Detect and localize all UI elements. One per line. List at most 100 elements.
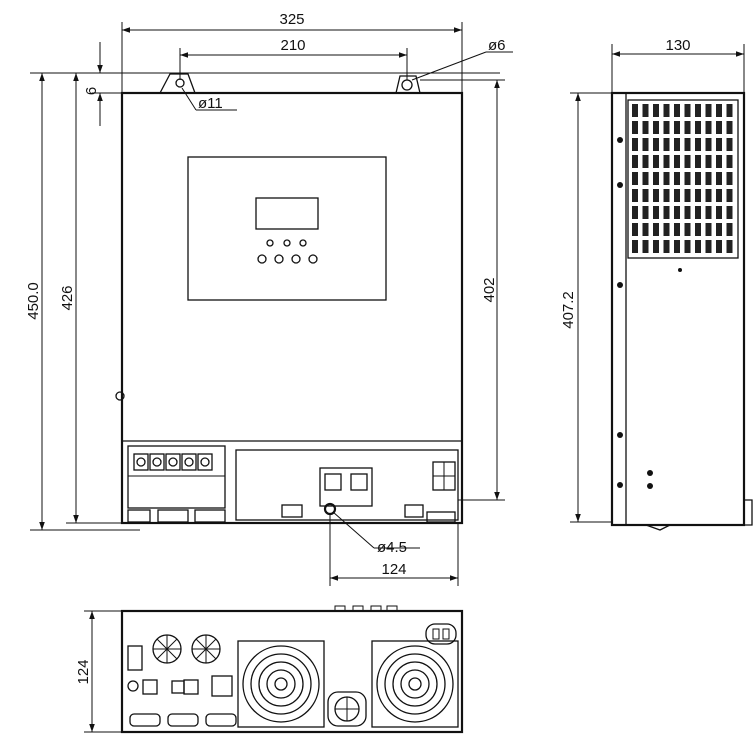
left-mount-tab: [159, 73, 196, 94]
side-view: [610, 91, 753, 531]
vent-slot: [716, 138, 722, 151]
fan-left: [237, 640, 325, 728]
vent-slot: [674, 206, 680, 219]
vent-slot: [653, 189, 659, 202]
bottom-view: [120, 605, 464, 734]
vent-slot: [695, 223, 701, 236]
vent-slot: [642, 223, 649, 236]
right-mount-hole: [401, 79, 413, 91]
vent-slot: [632, 206, 638, 219]
vent-slot: [674, 172, 680, 185]
vent-slot: [653, 138, 659, 151]
bottom-outline: [120, 609, 464, 734]
vent-slot: [642, 189, 649, 202]
vent-slot: [674, 104, 680, 117]
control-buttons: [257, 254, 318, 264]
dim-bottom-spacing: 124: [381, 561, 406, 578]
vent-slot: [684, 104, 691, 117]
vent-slot: [674, 155, 680, 168]
cable-gland-right: [191, 634, 221, 664]
dim-mount-spacing: 210: [280, 37, 305, 54]
vent-slot: [695, 189, 701, 202]
vent-slot: [632, 223, 638, 236]
vent-slot: [653, 104, 659, 117]
battery-terminals: [319, 467, 373, 507]
vent-slot: [705, 189, 712, 202]
vent-slot: [653, 240, 659, 253]
vent-slot: [684, 172, 691, 185]
vent-slot: [684, 240, 691, 253]
vent-slot: [674, 189, 680, 202]
fan-right: [371, 640, 459, 728]
lcd-screen: [255, 197, 319, 230]
vent-slot: [663, 104, 670, 117]
vent-slot: [663, 138, 670, 151]
dim-side-depth: 130: [665, 37, 690, 54]
vent-slot: [632, 189, 638, 202]
vent-slot: [705, 104, 712, 117]
port-1: [142, 679, 158, 695]
front-outline: [120, 91, 464, 525]
dim-top-hole: ø6: [488, 37, 506, 54]
vent-slot: [695, 206, 701, 219]
side-outline: [610, 91, 746, 527]
battery-compartment: [235, 449, 459, 521]
front-dimensions: 325 210 ø6 ø11 6 450.0 426 402 ø4.5: [25, 11, 513, 586]
vent-slot: [642, 155, 649, 168]
vent-slot: [726, 206, 733, 219]
vent-slot: [705, 121, 712, 134]
indicator-leds: [266, 239, 307, 247]
side-foot: [645, 524, 671, 531]
vent-slot: [716, 155, 722, 168]
left-mount-hole: [175, 78, 185, 88]
vent-slot: [705, 223, 712, 236]
vent-slot: [674, 240, 680, 253]
vent-slot: [695, 240, 701, 253]
vent-slot: [632, 172, 638, 185]
vent-slot: [695, 155, 701, 168]
vent-slot: [716, 121, 722, 134]
dim-mount-height: 402: [481, 277, 498, 302]
vent-slot: [695, 138, 701, 151]
vent-slot: [642, 104, 649, 117]
vent-slot: [684, 206, 691, 219]
vent-slot: [705, 240, 712, 253]
dim-bottom-hole: ø4.5: [377, 539, 407, 556]
vent-slot: [642, 206, 649, 219]
dim-mount-hole: ø11: [198, 95, 223, 112]
vent-slot: [705, 206, 712, 219]
vent-slot: [726, 223, 733, 236]
vent-slot: [726, 240, 733, 253]
side-dimensions: 130 407.2: [560, 37, 745, 523]
cable-gland-left: [152, 634, 182, 664]
vent-slot: [674, 223, 680, 236]
vent-slot: [663, 121, 670, 134]
vent-slot: [684, 121, 691, 134]
vent-slot: [663, 155, 670, 168]
vent-slot: [653, 155, 659, 168]
bottom-dimensions: 124: [75, 610, 122, 733]
vent-slot: [716, 240, 722, 253]
vent-slot: [653, 206, 659, 219]
side-vent-grille: [627, 99, 739, 259]
vent-slot: [705, 172, 712, 185]
vent-slot: [684, 138, 691, 151]
vent-slot: [684, 189, 691, 202]
vent-slot: [632, 240, 638, 253]
vent-slot: [726, 104, 733, 117]
vent-slot: [632, 121, 638, 134]
port-rj45: [211, 675, 233, 697]
vent-slot: [716, 189, 722, 202]
vent-slot: [663, 172, 670, 185]
dim-total-height: 450.0: [25, 282, 42, 320]
vent-slot: [674, 138, 680, 151]
side-screw: [115, 391, 125, 401]
vent-slot: [642, 138, 649, 151]
terminal-plug: [425, 623, 457, 645]
dim-side-height: 407.2: [560, 291, 577, 329]
side-connector: [744, 499, 753, 526]
dim-body-height: 426: [59, 285, 76, 310]
vent-slot: [663, 189, 670, 202]
vent-slot: [642, 121, 649, 134]
